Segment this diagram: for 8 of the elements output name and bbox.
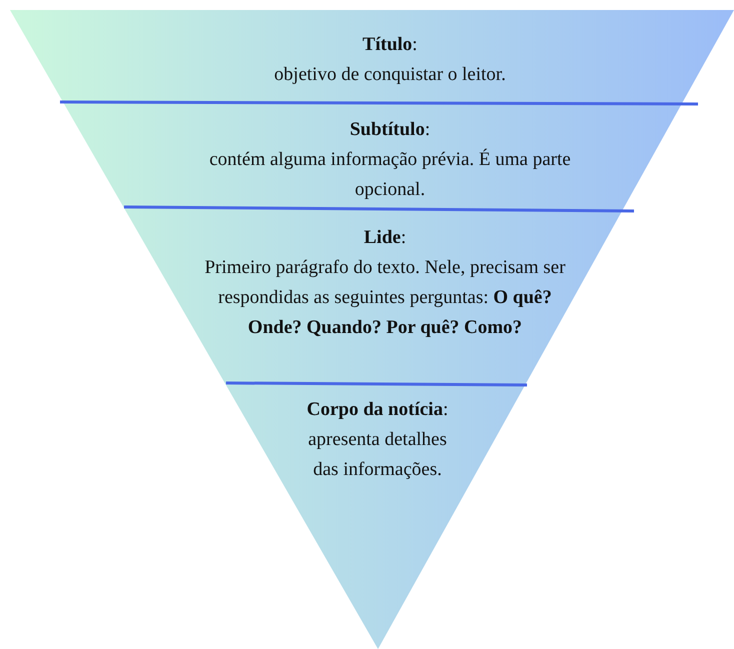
section-heading: Subtítulo: (350, 118, 430, 142)
section-description: contém alguma informação prévia. É uma parte opcional. (208, 148, 572, 202)
section-description: apresenta detalhes das informações. (307, 428, 448, 482)
section-description: Primeiro parágrafo do texto. Nele, precisam ser respondidas as seguintes perguntas: O quê? Onde? Quando? Por quê? Como? (204, 256, 566, 340)
section-heading: Título: (362, 33, 418, 57)
section-description: objetivo de conquistar o leitor. (274, 63, 506, 87)
section-heading: Lide: (364, 226, 406, 250)
section-heading: Corpo da notícia: (306, 398, 448, 422)
